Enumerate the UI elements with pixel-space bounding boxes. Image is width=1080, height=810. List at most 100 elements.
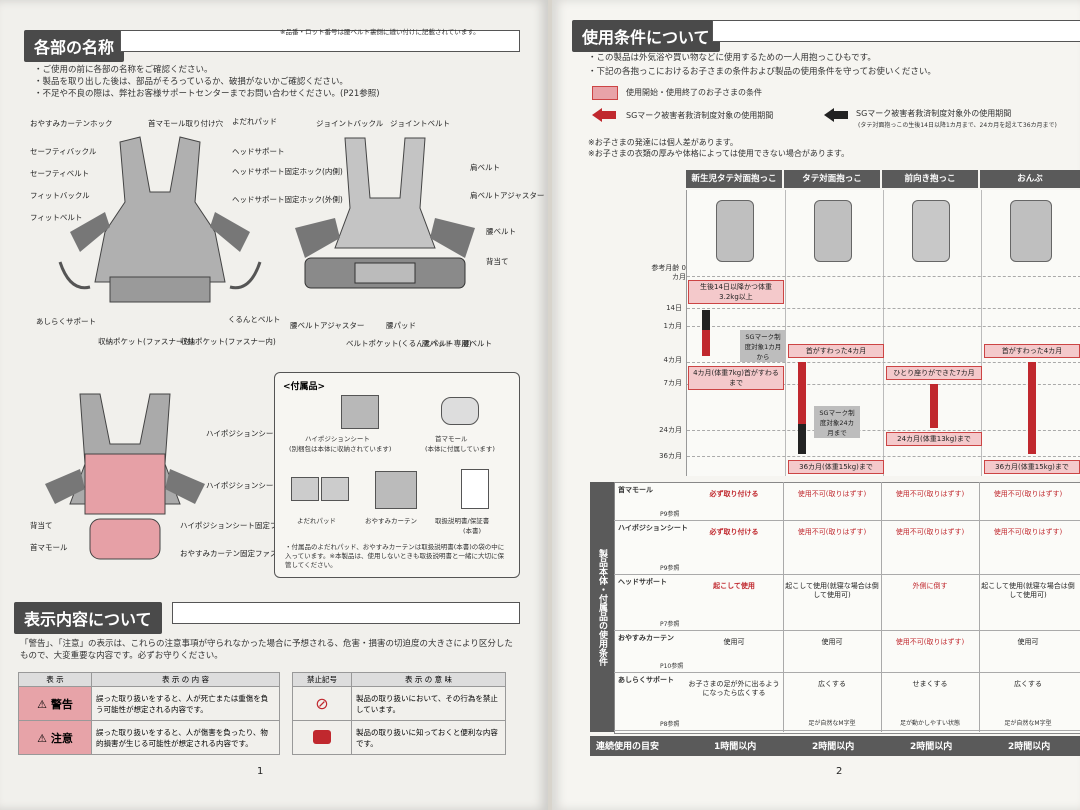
legend-1: 使用開始・使用終了のお子さまの条件 xyxy=(626,88,762,97)
label-curtain-fastener: おやすみカーテン固定ファスナー(黒) xyxy=(180,549,306,558)
caution-label: 注意 xyxy=(50,731,73,745)
usage-cell: 起こして使用 xyxy=(713,582,755,590)
footer-value-3: 2時間以内 xyxy=(910,742,953,752)
advice-icon xyxy=(292,720,352,755)
row-name: ハイポジションシート xyxy=(618,524,688,532)
label-waist-belt-2: 腰ベルト xyxy=(462,339,492,348)
usage-cell: 必ず取り付ける xyxy=(709,528,759,536)
usage-cell: 広くする xyxy=(818,680,846,688)
prohibit-text: 製品の取り扱いにおいて、その行為を禁止しています。 xyxy=(351,686,506,721)
acc-item-manual: 取扱説明書/保証書 xyxy=(435,517,490,525)
right-page: 使用条件について ・この製品は外気浴や買い物などに使用するための一人用抱っこひも… xyxy=(552,0,1080,810)
table-head-display: 表 示 xyxy=(18,672,92,687)
label-safety-buckle: セーフティバックル xyxy=(30,147,97,156)
acc-sub-hipseat: (別梱包は本体に収納されています) xyxy=(289,445,392,453)
row-page-ref: P9参照 xyxy=(660,511,680,518)
caution-text: 誤った取り扱いをすると、人が傷害を負ったり、物的損害が生じる可能性が想定される内… xyxy=(91,720,280,755)
parts-note: ※品番・ロット番号は腰ベルト裏側に縫い付けに記載されています。 xyxy=(280,28,480,36)
label-joint-buckle: ジョイントバックル xyxy=(316,119,384,128)
usage-cell: せまくする xyxy=(912,680,948,688)
display-title-bar xyxy=(172,602,520,624)
warning-badge: ⚠ 警告 xyxy=(18,686,92,721)
display-title: 表示内容について xyxy=(14,602,162,634)
usage-cell: 起こして使用(就寝な場合は倒して使用可) xyxy=(981,582,1075,599)
conditions-title: 使用条件について xyxy=(572,20,720,52)
label-belt-pocket: ベルトポケット(くるんとベルト専用) xyxy=(346,339,472,348)
label-safety-belt: セーフティベルト xyxy=(30,169,90,178)
parts-title: 各部の名称 xyxy=(24,30,125,62)
legend-black-arrow-icon xyxy=(824,108,834,122)
legend-red-arrow-icon xyxy=(592,108,602,122)
usage-cell: 使用可 xyxy=(1017,638,1039,646)
age-1m: 1カ月 xyxy=(663,322,682,330)
usage-cell: 使用不可(取りはずす) xyxy=(797,528,867,536)
row-name: 首マモール xyxy=(618,486,653,494)
usage-cell: 使用不可(取りはずす) xyxy=(895,638,965,646)
col-onbu: おんぶ xyxy=(980,170,1080,188)
label-curtain-hook: おやすみカーテンホック xyxy=(30,119,113,128)
label-shoulder-adjuster: 肩ベルトアジャスター xyxy=(470,191,545,200)
usage-cell: 起こして使用(就寝な場合は倒して使用可) xyxy=(785,582,879,599)
legend-3: SGマーク被害者救済制度対象外の使用期間 xyxy=(856,109,1012,118)
warning-text: 誤った取り扱いをすると、人が死亡または重傷を負う可能性が想定される内容です。 xyxy=(91,686,280,721)
arrow-c1-red xyxy=(702,330,710,356)
footer-value-1: 1時間以内 xyxy=(714,742,757,752)
right-intro-2: ・下記の各抱っこにおけるお子さまの条件および製品の使用条件を守ってお使いください… xyxy=(588,67,936,77)
label-head-hook-inner: ヘッドサポート固定ホック(内側) xyxy=(232,167,343,176)
intro-line-2: ・製品を取り出した後は、部品がそろっているか、破損がないかご確認ください。 xyxy=(34,77,348,87)
label-kurunto-belt: くるんとベルト xyxy=(228,315,281,324)
label-fit-buckle: フィットバックル xyxy=(30,191,90,200)
front-carrier-illustration xyxy=(58,136,262,303)
label-shoulder-belt: 肩ベルト xyxy=(470,163,500,172)
symbol-head-1: 禁止記号 xyxy=(292,672,352,687)
col-newborn: 新生児タテ対面抱っこ xyxy=(686,170,782,188)
page-number-right: 2 xyxy=(836,766,843,777)
tate-carry-image xyxy=(814,200,852,262)
col-divider xyxy=(979,482,980,732)
label-hip-neck-guard: 首マモール xyxy=(30,543,68,552)
arrow-c3-red xyxy=(930,384,938,428)
legend-black-arrow-body xyxy=(834,111,848,119)
tag-c2-sg: SGマーク制度対象24カ月まで xyxy=(814,406,860,438)
age-4m: 4カ月 xyxy=(663,356,682,364)
legend-2: SGマーク被害者救済制度対象の使用期間 xyxy=(626,111,774,120)
tag-c1-sg: SGマーク制度対象1カ月から xyxy=(740,330,786,362)
usage-cell: お子さまの足が外に出るようになったら広くする xyxy=(688,680,780,697)
neckguard-image xyxy=(441,397,479,425)
footer-bar xyxy=(590,736,1080,756)
left-page: 各部の名称 ※品番・ロット番号は腰ベルト裏側に縫い付けに記載されています。 ・ご… xyxy=(0,0,548,810)
usage-cell: 使用可 xyxy=(723,638,745,646)
tag-c3-end: 24カ月(体重13kg)まで xyxy=(886,432,982,446)
label-neck-guard-hole: 首マモール取り付け穴 xyxy=(148,119,223,128)
tag-c4-start: 首がすわった4カ月 xyxy=(984,344,1080,358)
usage-cell-sub: 足が自然なM字型 xyxy=(808,720,856,727)
display-text: 「警告」、「注意」の表示は、これらの注意事項が守られなかった場合に予想される、危… xyxy=(20,639,513,661)
age-0: 参考月齢 0カ月 xyxy=(651,264,686,281)
col-tate: タテ対面抱っこ xyxy=(784,170,880,188)
usage-cell-sub: 足が自然なM字型 xyxy=(1004,720,1052,727)
col-divider xyxy=(881,482,882,732)
col-mae: 前向き抱っこ xyxy=(882,170,978,188)
row-name: おやすみカーテン xyxy=(618,634,674,642)
label-pocket-1: 収納ポケット(ファスナー付) xyxy=(98,337,194,346)
note-2: ※お子さまの衣類の厚みや体格によっては使用できない場合があります。 xyxy=(588,149,850,158)
label-joint-belt: ジョイントベルト xyxy=(390,119,450,128)
side-label: 製品本体・付属品の使用条件 xyxy=(590,482,614,732)
acc-sub-neckguard: (本体に付属しています) xyxy=(425,445,495,453)
legend-red-arrow-body xyxy=(602,111,616,119)
usage-cell: 使用不可(取りはずす) xyxy=(895,528,965,536)
droolpad-image-2 xyxy=(321,477,349,501)
label-pocket-2: 収納ポケット(ファスナー内) xyxy=(180,337,276,346)
usage-cell: 外側に倒す xyxy=(912,582,948,590)
label-waist-adjuster: 腰ベルトアジャスター xyxy=(290,321,365,330)
note-1: ※お子さまの発達には個人差があります。 xyxy=(588,138,738,147)
label-waist-pad: 腰パッド xyxy=(386,321,416,330)
symbol-head-2: 表 示 の 意 味 xyxy=(351,672,506,687)
label-hip-back: 背当て xyxy=(30,521,53,530)
usage-cell: 使用可 xyxy=(821,638,843,646)
tag-c2-start: 首がすわった4カ月 xyxy=(788,344,884,358)
intro-line-1: ・ご使用の前に各部の名称をご確認ください。 xyxy=(34,65,213,75)
arrow-c2-black xyxy=(798,424,806,454)
hip-seat-illustration xyxy=(45,393,205,560)
legend-3-sub: (タテ対面抱っこの生後14日以降1カ月まで、24カ月を超えて36カ月まで) xyxy=(858,122,1057,129)
